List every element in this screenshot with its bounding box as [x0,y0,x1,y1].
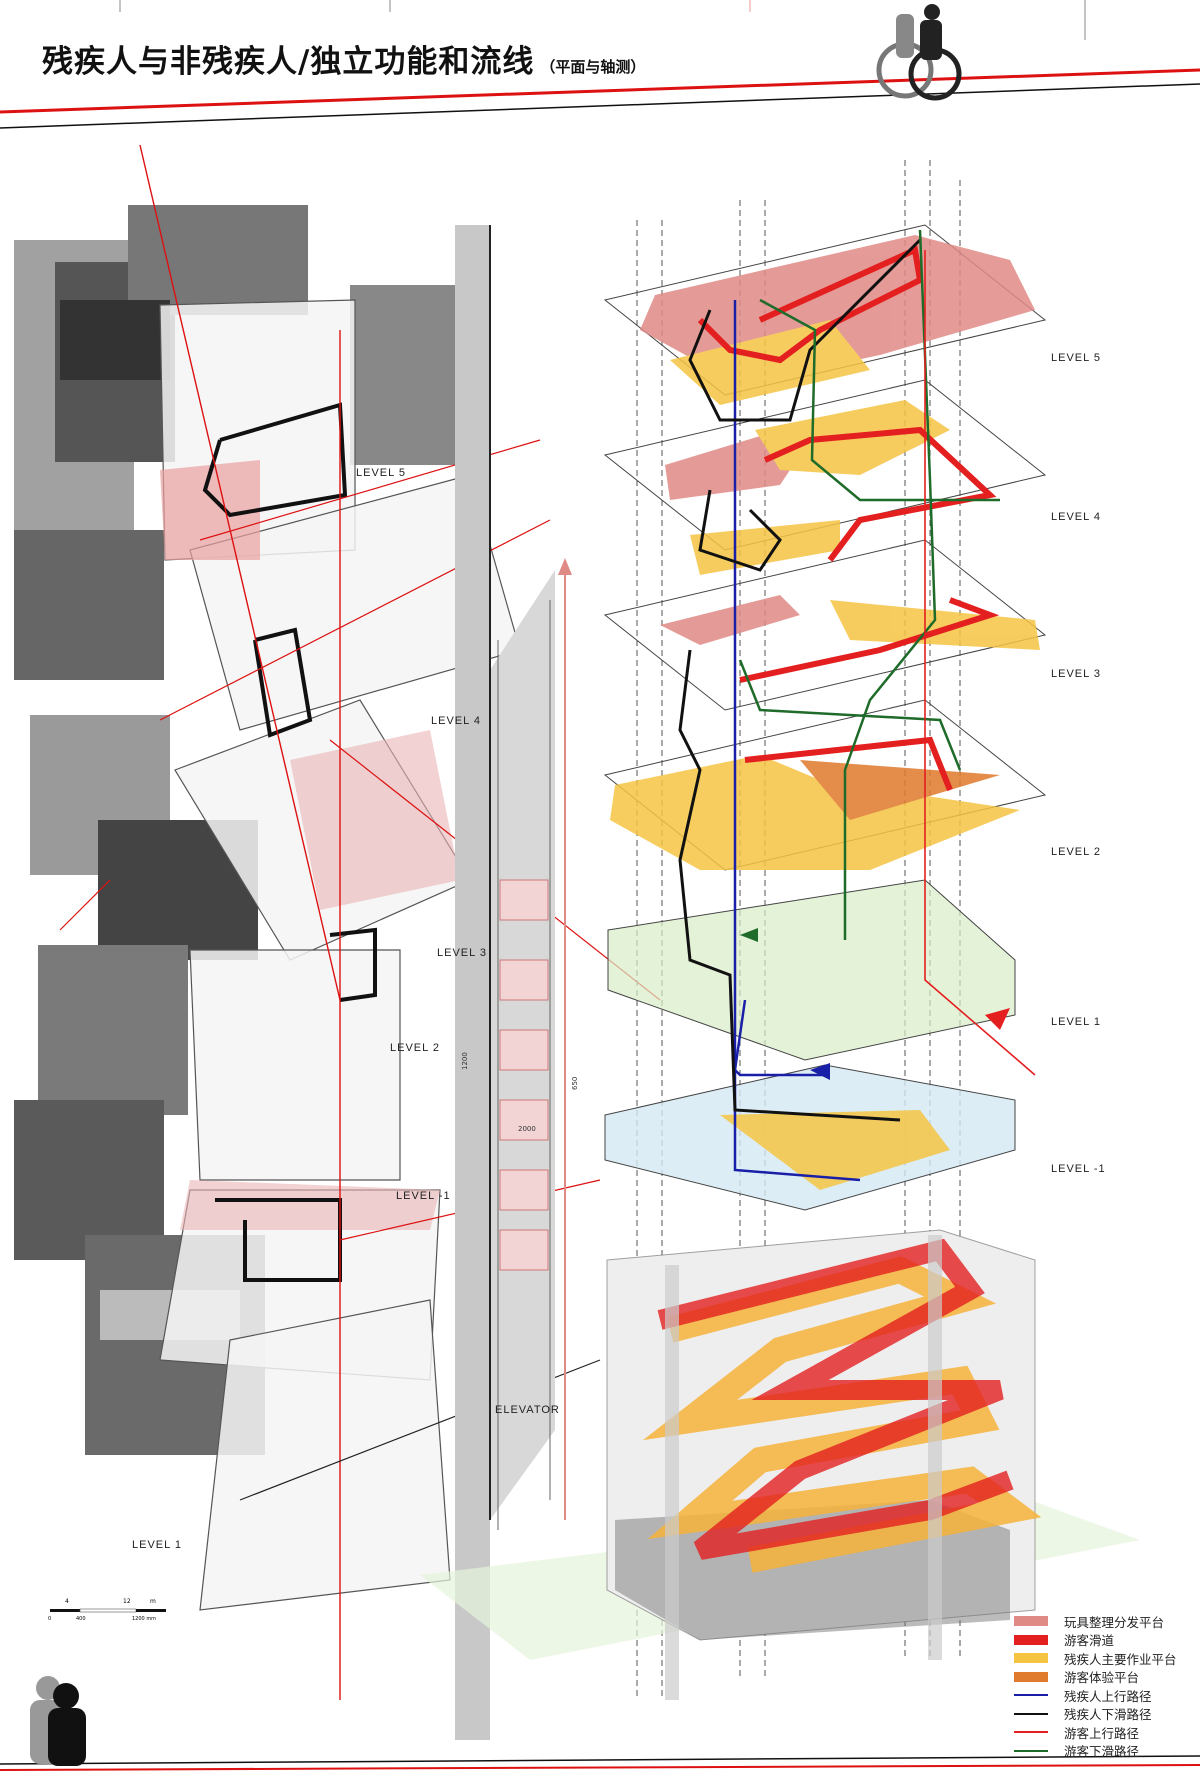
plan-highlights [59,144,661,1700]
legend-line [1014,1712,1048,1715]
axon-label-level-4: LEVEL 4 [1051,511,1101,523]
legend-item: 残疾人上行路径 [1014,1686,1177,1705]
page-title: 残疾人与非残疾人/独立功能和流线 （平面与轴测） [42,36,645,81]
plan-label-level-5: LEVEL 5 [356,467,406,479]
plan-label-level-4: LEVEL 4 [431,715,481,727]
plan-label-level-2: LEVEL 2 [390,1042,440,1054]
elevator-shaft [455,225,572,1740]
plan-label-level-1: LEVEL 1 [132,1539,182,1551]
legend-label: 游客上行路径 [1064,1725,1140,1741]
plan-label-level-minus-1: LEVEL -1 [396,1190,451,1202]
axon-label-level-minus-1: LEVEL -1 [1051,1163,1106,1175]
legend-label: 游客下滑路径 [1064,1744,1140,1760]
axon-label-level-1: LEVEL 1 [1051,1016,1101,1028]
legend-item: 游客滑道 [1014,1631,1177,1650]
axon-label-level-2: LEVEL 2 [1051,846,1101,858]
legend-line [1014,1749,1048,1752]
svg-text:0: 0 [48,1616,51,1622]
arrow-icon [740,928,758,942]
wheelchair-figure-icon [876,4,962,101]
legend-swatch [1014,1616,1048,1627]
legend-item: 残疾人下滑路径 [1014,1705,1177,1724]
legend: 玩具整理分发平台 游客滑道 残疾人主要作业平台 游客体验平台 残疾人上行路径 残… [1014,1612,1177,1760]
elevator-label: ELEVATOR [495,1404,560,1416]
child-figures-icon [30,1676,86,1766]
legend-line [1014,1694,1048,1697]
axon-paths [678,229,1036,1182]
svg-text:m: m [150,1598,156,1605]
legend-label: 残疾人主要作业平台 [1064,1651,1177,1667]
plan-label-level-3: LEVEL 3 [437,947,487,959]
axon-platforms [610,235,1040,1190]
axon-label-level-5: LEVEL 5 [1051,352,1101,364]
legend-item: 游客上行路径 [1014,1723,1177,1742]
title-text: 残疾人与非残疾人/独立功能和流线 [42,44,535,80]
legend-item: 玩具整理分发平台 [1014,1612,1177,1631]
axon-label-level-3: LEVEL 3 [1051,668,1101,680]
legend-label: 残疾人上行路径 [1064,1688,1152,1704]
svg-text:12: 12 [123,1598,131,1605]
legend-swatch [1014,1634,1048,1645]
legend-label: 游客体验平台 [1064,1670,1140,1686]
legend-label: 游客滑道 [1064,1633,1115,1649]
dimension-label: 2000 [518,1125,536,1133]
legend-label: 残疾人下滑路径 [1064,1707,1152,1723]
svg-text:1200 mm: 1200 mm [132,1616,156,1622]
axon-tower [420,1229,1140,1700]
scale-bar: 4 12 m 0 400 1200 mm [48,1598,166,1622]
arrow-icon [810,1063,830,1080]
legend-label: 玩具整理分发平台 [1064,1614,1165,1630]
legend-item: 游客下滑路径 [1014,1742,1177,1761]
legend-line [1014,1731,1048,1734]
legend-swatch [1014,1653,1048,1664]
title-subtitle: （平面与轴测） [540,58,646,76]
up-arrow-icon [558,558,572,575]
dimension-label: 650 [571,1077,579,1090]
legend-item: 游客体验平台 [1014,1668,1177,1687]
legend-item: 残疾人主要作业平台 [1014,1649,1177,1668]
svg-text:4: 4 [65,1598,69,1605]
legend-swatch [1014,1671,1048,1682]
arrow-icon [985,1008,1010,1030]
dimension-label: 1200 [461,1052,469,1070]
svg-text:400: 400 [76,1616,86,1622]
